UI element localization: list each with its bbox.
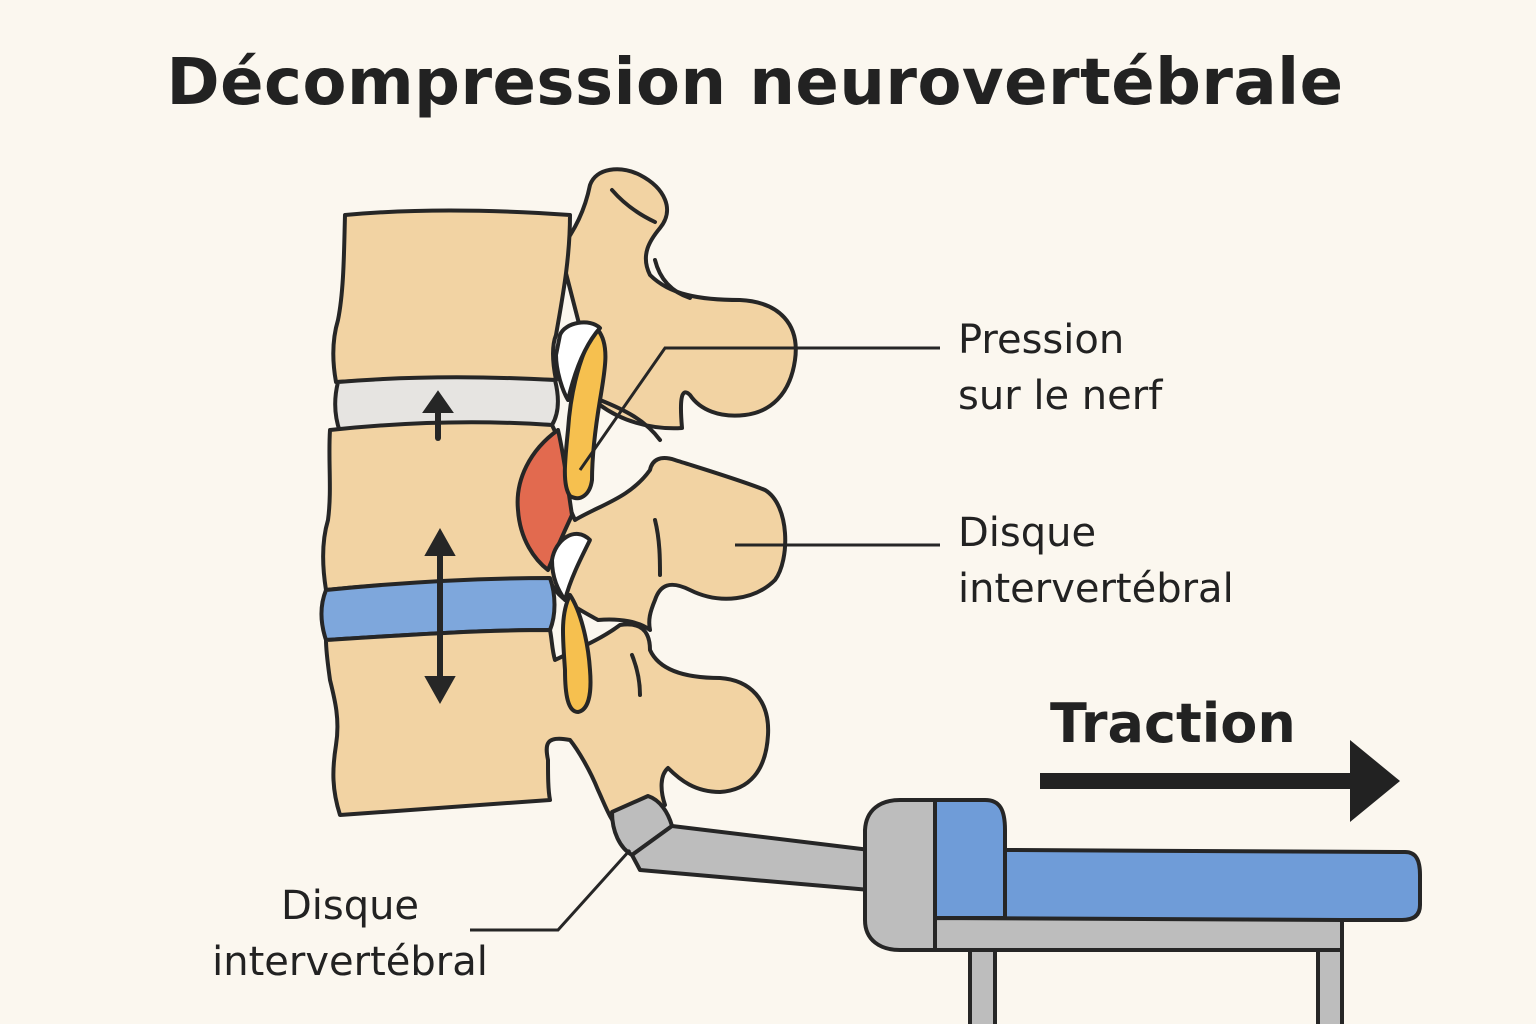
table-frame (933, 916, 1344, 952)
label-traction: Traction (1050, 692, 1296, 755)
traction-arrow-icon (1040, 740, 1400, 822)
label-disc-left: Disque intervertébral (212, 878, 488, 990)
upper-foramen (554, 320, 602, 402)
upper-vertebral-body (331, 208, 572, 384)
table-leg-left (968, 948, 997, 1024)
leader-line-nerve (578, 346, 940, 471)
lower-nerve (560, 593, 593, 714)
middle-foramen (550, 532, 592, 602)
lower-vertebra (324, 622, 771, 832)
page-title: Décompression neurovertébrale (166, 46, 1344, 120)
table-top (1003, 848, 1422, 922)
label-disc-left-line2: intervertébral (212, 939, 488, 985)
label-nerve-pressure-line1: Pression (958, 317, 1125, 363)
label-disc-right-line1: Disque (958, 510, 1097, 556)
up-arrow-icon (422, 390, 454, 441)
label-nerve-pressure-line2: sur le nerf (958, 373, 1163, 419)
upper-vertebra-process (558, 167, 798, 431)
double-arrow-icon (424, 527, 456, 705)
traction-bar (630, 824, 872, 892)
label-nerve-pressure: Pression sur le nerf (958, 312, 1162, 424)
label-disc-right-line2: intervertébral (958, 566, 1234, 612)
table-leg-right (1316, 948, 1344, 1024)
leader-line-disc-left (470, 848, 632, 932)
label-disc-left-line1: Disque (280, 883, 420, 929)
traction-pad (933, 798, 1007, 920)
label-disc-right: Disque intervertébral (958, 505, 1234, 617)
traction-head-unit (863, 798, 937, 952)
